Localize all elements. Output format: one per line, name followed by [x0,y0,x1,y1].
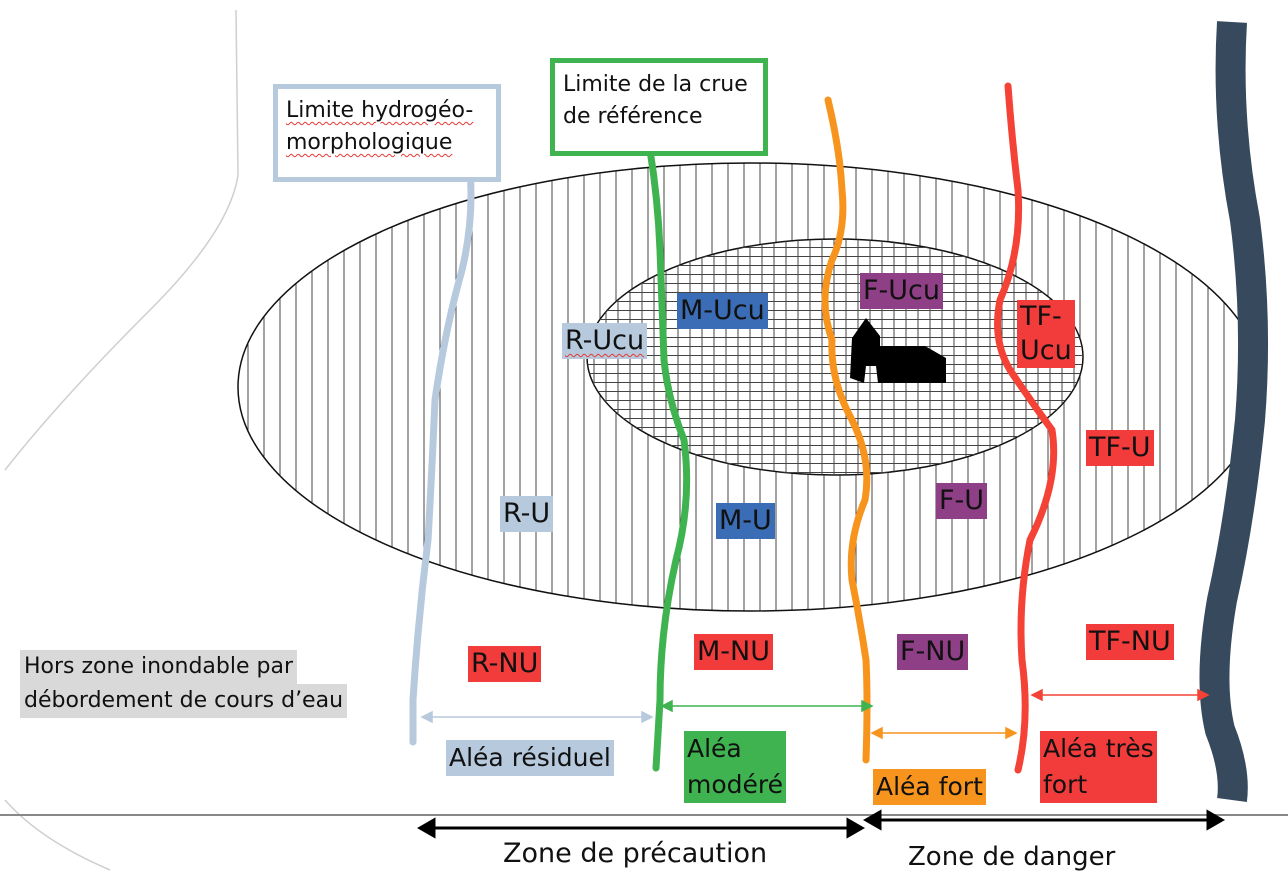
limit-crue-line2: de référence [563,104,703,129]
code-f-nu: F-NU [897,634,969,670]
terrain-outline [4,9,239,471]
code-r-nu: R-NU [468,646,542,682]
arrow-alea-modere [660,699,874,713]
alea-tres-fort-line2: fort [1043,770,1088,799]
alea-tres-fort-line1: Aléa très [1043,734,1154,763]
limit-crue-line [646,146,691,772]
limit-hydro-line1: Limite hydrogéo- [286,98,474,123]
code-tf-ucu-line2: Ucu [1020,335,1072,366]
alea-residuel-label: Aléa résiduel [446,740,614,776]
limit-hydro-line2: morphologique [286,130,453,155]
terrain-outline-bottom [4,799,111,871]
code-m-ucu: M-Ucu [677,293,768,329]
limit-fort-line [821,96,871,764]
arrow-zone-danger [862,809,1226,831]
hors-zone-line1: Hors zone inondable par [20,650,297,684]
code-f-u: F-U [936,483,988,519]
code-m-nu: M-NU [694,634,773,670]
hors-zone-label: Hors zone inondable par débordement de c… [20,650,348,718]
zone-danger-label: Zone de danger [908,842,1116,872]
arrow-zone-precaution [416,817,866,839]
limit-hydro-box: Limite hydrogéo- morphologique [273,84,501,182]
arrow-alea-fort [870,726,1018,740]
code-tf-u: TF-U [1086,430,1154,466]
alea-tres-fort-label: Aléa très fort [1040,731,1157,803]
church-icon [850,318,946,383]
hors-zone-line2: débordement de cours d’eau [20,684,348,718]
code-r-u: R-U [500,496,554,532]
river-line [1199,21,1269,802]
code-tf-nu: TF-NU [1086,624,1174,660]
arrow-alea-tres-fort [1030,688,1210,702]
code-m-u: M-U [716,503,775,539]
code-tf-ucu: TF- Ucu [1017,300,1075,368]
alea-modere-line1: Aléa [687,734,742,763]
limit-tres-fort-line [994,82,1058,774]
code-r-ucu: R-Ucu [562,323,648,359]
alea-modere-label: Aléa modéré [684,731,787,803]
code-tf-ucu-line1: TF- [1020,301,1062,332]
zone-precaution-label: Zone de précaution [503,838,768,869]
code-f-ucu: F-Ucu [860,273,943,309]
limit-crue-line1: Limite de la crue [563,72,748,97]
limit-hydro-line [409,166,475,746]
alea-fort-label: Aléa fort [873,769,986,805]
arrow-alea-residuel [420,710,654,724]
alea-modere-line2: modéré [687,770,784,799]
limit-crue-box: Limite de la crue de référence [550,58,768,156]
